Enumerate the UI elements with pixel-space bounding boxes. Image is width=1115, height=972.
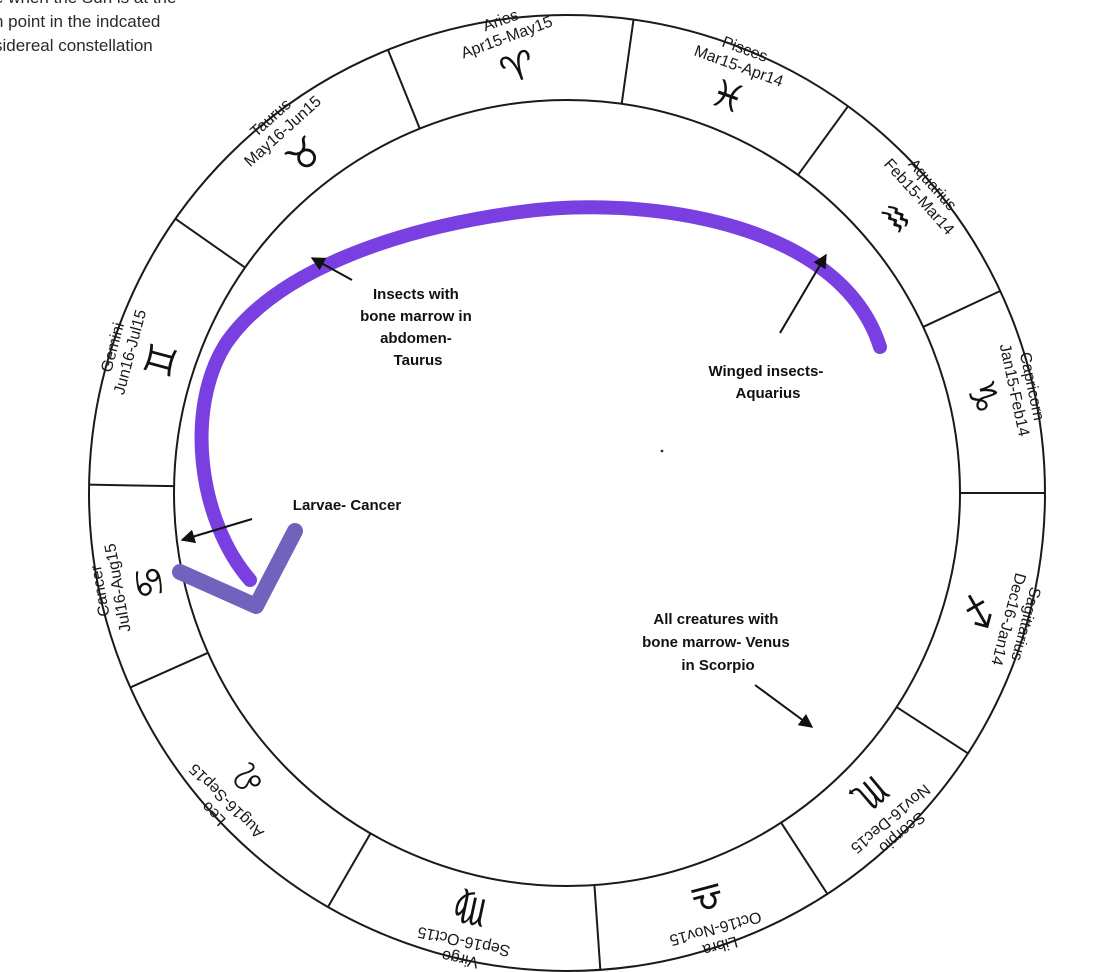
sector-divider-line [593, 884, 602, 970]
aquarius-pointer-arrow [779, 253, 827, 334]
libra-glyph-icon: ♎ [685, 872, 729, 923]
gemini-glyph-icon: ♊ [135, 338, 186, 382]
scorpio-annotation-line: in Scorpio [681, 657, 754, 674]
purple-arc-arrow [194, 200, 887, 587]
sagittarius-glyph-icon: ♐ [952, 589, 1003, 633]
inner-ring [173, 99, 961, 887]
sector-divider-line [89, 483, 175, 488]
taurus-annotation-line: Insects with [373, 286, 459, 303]
cancer-annotation-line: Larvae- Cancer [293, 497, 402, 514]
scorpio-annotation-line: bone marrow- Venus [642, 634, 790, 651]
taurus-pointer-arrow [310, 257, 353, 281]
caption: e when the Sun is at the h point in the … [0, 0, 284, 58]
sector-divider-line [387, 49, 421, 129]
center-dot [660, 449, 664, 453]
caption-line: sidereal constellation [0, 36, 153, 55]
sector-divider-line [174, 218, 246, 269]
taurus-annotation-line: Taurus [394, 352, 443, 369]
sector-divider-line [129, 651, 209, 689]
aquarius-annotation-line: Winged insects- [708, 363, 823, 380]
sector-divider-line [896, 706, 969, 755]
scorpio-pointer-arrow [754, 684, 814, 728]
cancer-glyph-icon: ♋ [125, 562, 174, 603]
caption-line: h point in the indcated [0, 12, 161, 31]
cancer-pointer-arrow [180, 518, 253, 544]
virgo-glyph-icon: ♍ [449, 885, 491, 935]
arc-arrowhead [172, 523, 303, 614]
caption-line: e when the Sun is at the [0, 0, 284, 10]
aquarius-annotation-line: Aquarius [735, 385, 800, 402]
taurus-annotation-line: bone marrow in [360, 308, 472, 325]
sector-divider-line [922, 290, 1001, 328]
capricorn-glyph-icon: ♑ [958, 375, 1008, 417]
scorpio-annotation: All creatures with bone marrow- Venus in… [642, 611, 794, 674]
sector-dividers [89, 19, 1045, 970]
aquarius-annotation: Winged insects- Aquarius [708, 363, 827, 402]
taurus-annotation-line: abdomen- [380, 330, 452, 347]
scorpio-annotation-line: All creatures with [653, 611, 778, 628]
sector-divider-line [620, 19, 635, 104]
sector-divider-line [797, 105, 849, 176]
sector-divider-line [780, 822, 829, 895]
cancer-annotation: Larvae- Cancer [293, 497, 402, 514]
sector-divider-line [327, 832, 372, 908]
taurus-annotation: Insects with bone marrow in abdomen- Tau… [360, 286, 476, 369]
